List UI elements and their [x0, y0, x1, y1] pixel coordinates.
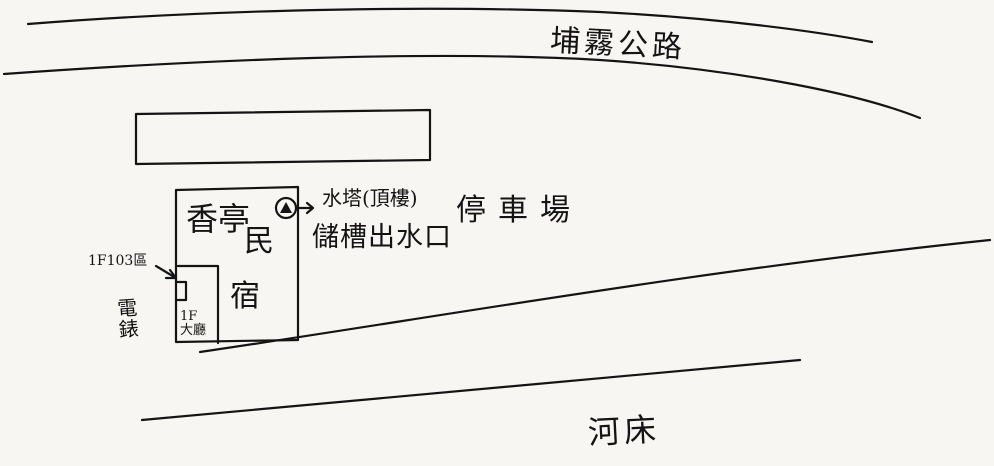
stairs-outline: [176, 264, 220, 345]
inn-outline: [174, 185, 300, 344]
road-lower-edge: [2, 54, 922, 120]
long-building-outline: [134, 108, 432, 166]
riverbed-edge: [140, 358, 802, 422]
water-tower-label: 水塔(頂樓): [322, 186, 418, 210]
electric-meter-label: 電錶: [116, 295, 140, 342]
tank-outlet-label: 儲槽出水口: [312, 222, 452, 253]
meter-arrow-head: [164, 268, 178, 280]
stairs-label: 1F大廳: [180, 309, 207, 339]
road-upper-edge: [26, 7, 874, 44]
parking-label: 停車場: [456, 193, 582, 228]
inn-name-part-1: 香亭: [186, 200, 251, 238]
entrance-step: [174, 280, 188, 302]
outlet-arrow-head: [305, 201, 315, 215]
road-label: 埔霧公路: [549, 23, 687, 66]
triangle-in-circle-icon: [280, 202, 292, 213]
riverbed-label: 河床: [587, 410, 661, 452]
meter-label: 1F103區: [88, 253, 148, 269]
meter-arrow-line: [154, 264, 178, 280]
inn-name-part-3: 宿: [230, 279, 260, 314]
inn-name-part-2: 民: [244, 224, 274, 259]
parking-lower-edge: [198, 238, 992, 354]
